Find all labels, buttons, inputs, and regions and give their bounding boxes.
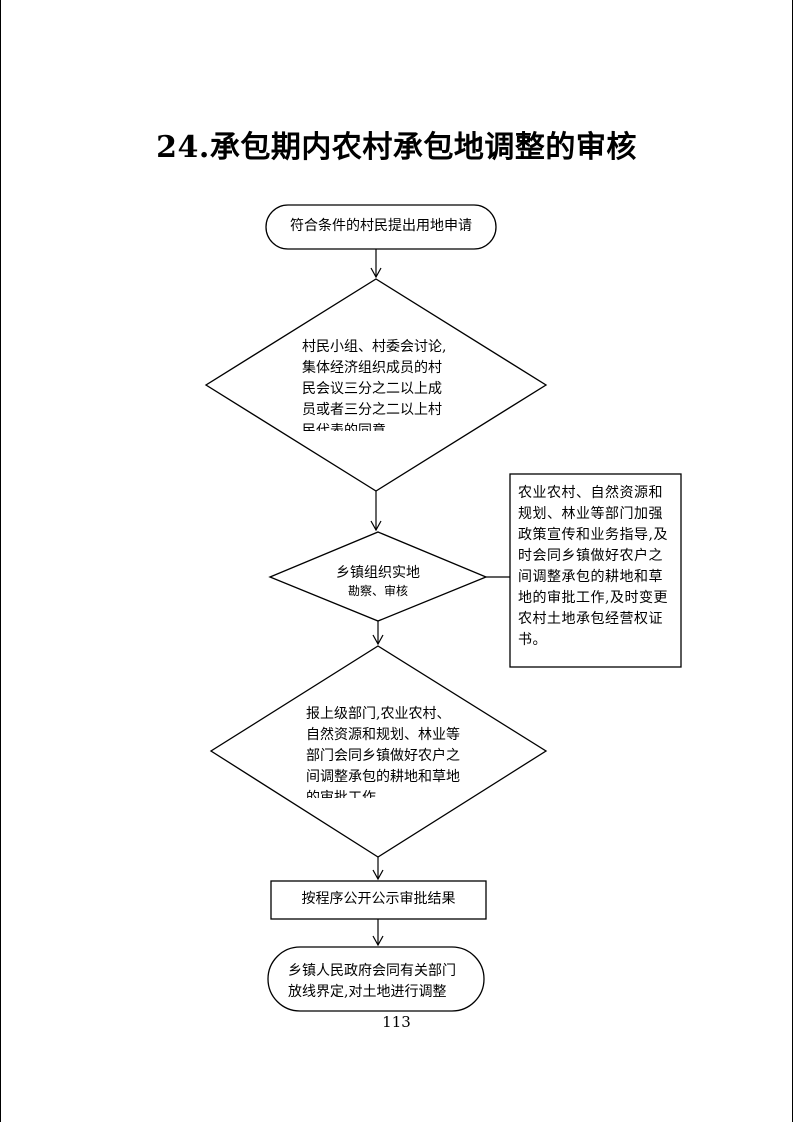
decision-2-label-line2: 勘察、审核	[347, 584, 408, 598]
start-terminal	[265, 204, 497, 250]
page-title: 24.承包期内农村承包地调整的审核	[156, 130, 637, 165]
page-number: 113	[382, 1013, 411, 1031]
side-note-box	[509, 473, 682, 668]
decision-3-label: 报上级部门,农业农村、自然资源和规划、林业等部门会同乡镇做好农户之间调整承包的耕…	[306, 706, 460, 798]
decision-1-label: 村民小组、村委会讨论,集体经济组织成员的村民会议三分之二以上成员或者三分之二以上…	[302, 339, 447, 431]
end-terminal-label: 乡镇人民政府会同有关部门放线界定,对土地进行调整	[288, 963, 456, 1000]
process-label: 按程序公开公示审批结果	[301, 891, 456, 907]
page-border-left	[0, 0, 1, 1122]
start-terminal-label: 符合条件的村民提出用地申请	[290, 218, 472, 234]
decision-2-label-line1: 乡镇组织实地	[336, 565, 420, 581]
end-terminal	[267, 946, 485, 1012]
side-note-text: 农业农村、自然资源和规划、林业等部门加强政策宣传和业务指导,及时会同乡镇做好农户…	[518, 485, 668, 648]
